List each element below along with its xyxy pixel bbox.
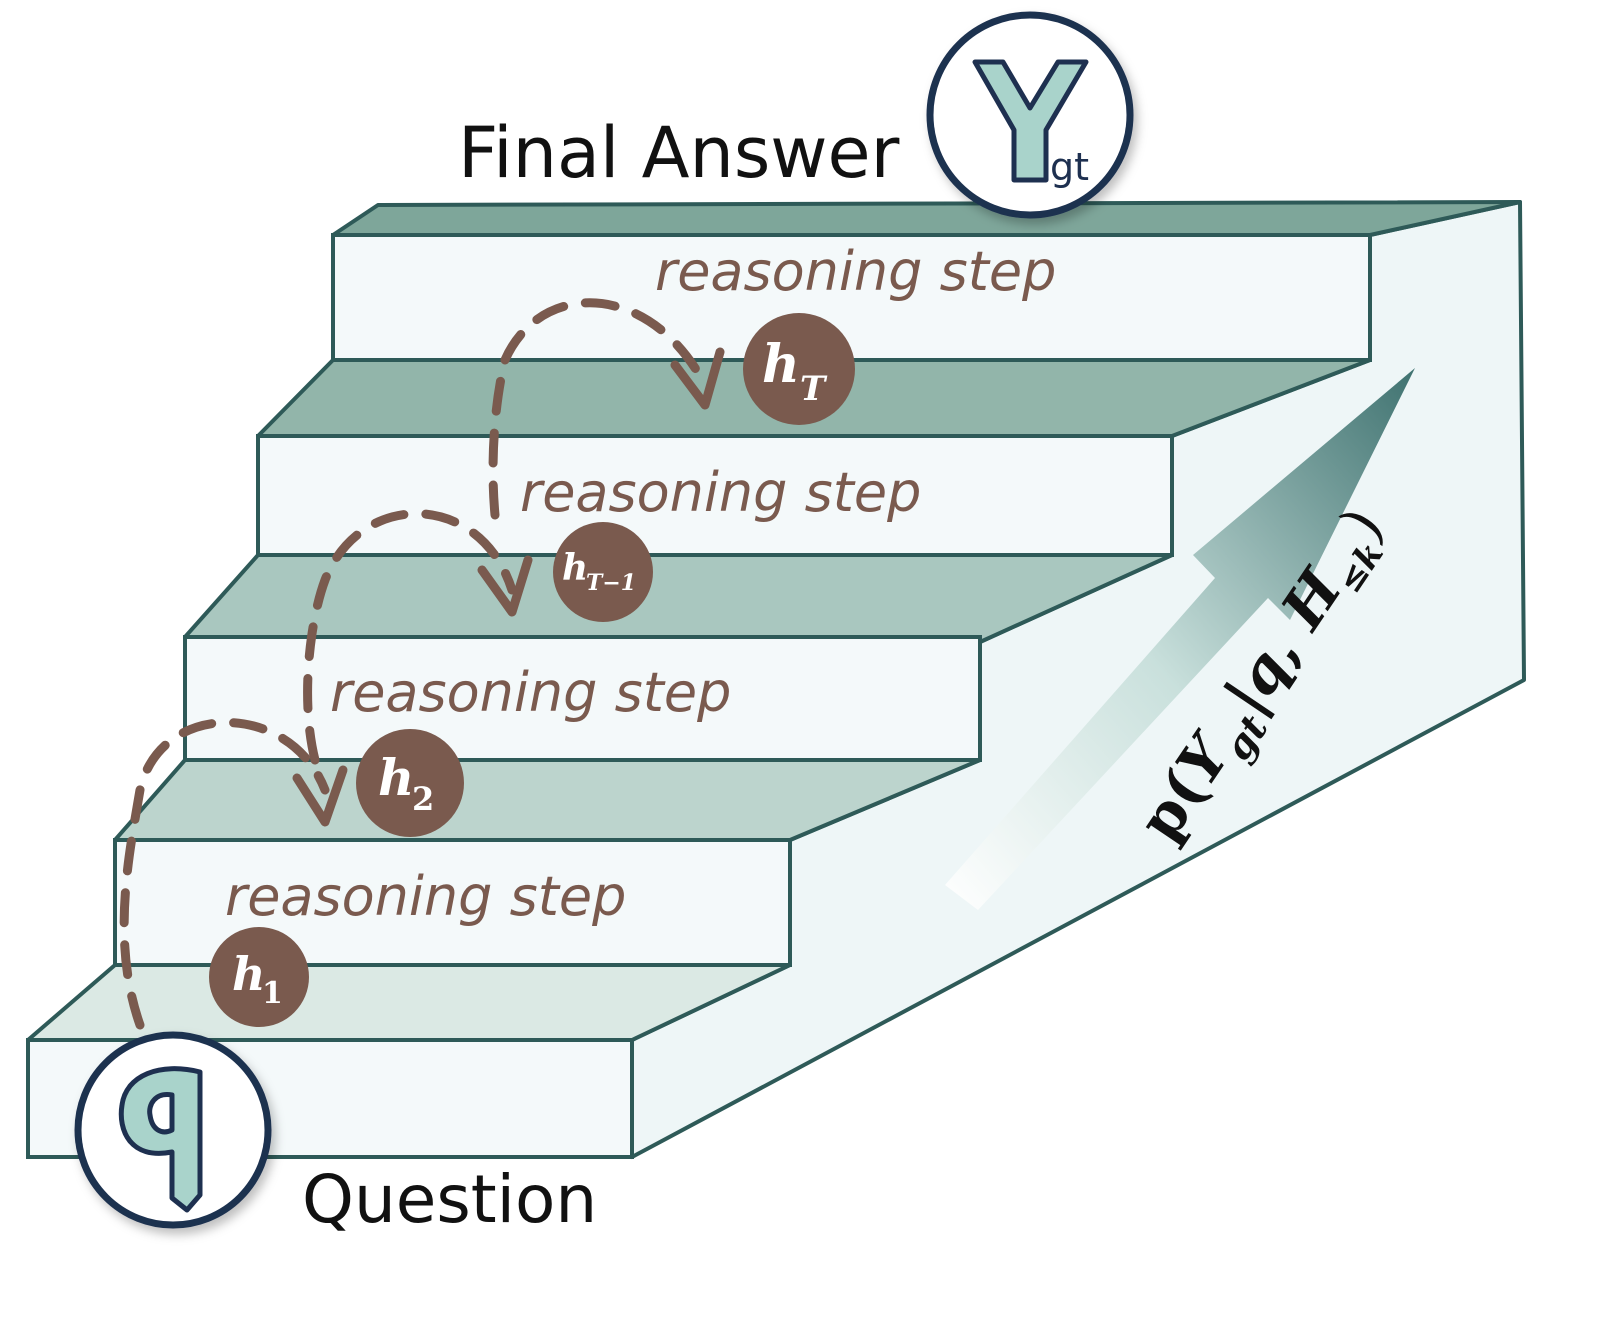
- riser-top: [331, 233, 1372, 362]
- node-h2: h 2: [356, 729, 464, 837]
- svg-text:h: h: [562, 547, 588, 589]
- svg-text:h: h: [232, 947, 265, 1001]
- svg-text:1: 1: [262, 976, 283, 1011]
- svg-text:T−1: T−1: [586, 570, 636, 596]
- riser-2: [183, 635, 982, 762]
- node-hT: h T: [743, 313, 855, 425]
- final-answer-label: Final Answer: [458, 112, 900, 194]
- node-hT-1: h T−1: [553, 522, 653, 622]
- probability-arrow: [945, 368, 1415, 910]
- step-label-4: reasoning step: [655, 240, 1056, 303]
- node-h1: h 1: [209, 927, 309, 1027]
- svg-text:gt: gt: [1050, 145, 1089, 189]
- arrowheads: [292, 347, 725, 827]
- svg-text:2: 2: [412, 780, 434, 818]
- reasoning-path: [119, 298, 710, 1030]
- q-icon: [118, 1066, 203, 1213]
- step-label-3: reasoning step: [520, 461, 921, 524]
- step-label-2: reasoning step: [330, 661, 731, 724]
- svg-text:T: T: [800, 369, 828, 409]
- tread-top: [331, 200, 1522, 237]
- y-gt-icon: gt: [972, 59, 1089, 189]
- riser-3: [256, 434, 1174, 557]
- svg-text:h: h: [378, 748, 414, 807]
- svg-text:h: h: [762, 334, 800, 395]
- step-label-1: reasoning step: [225, 865, 626, 928]
- question-label: Question: [302, 1161, 597, 1238]
